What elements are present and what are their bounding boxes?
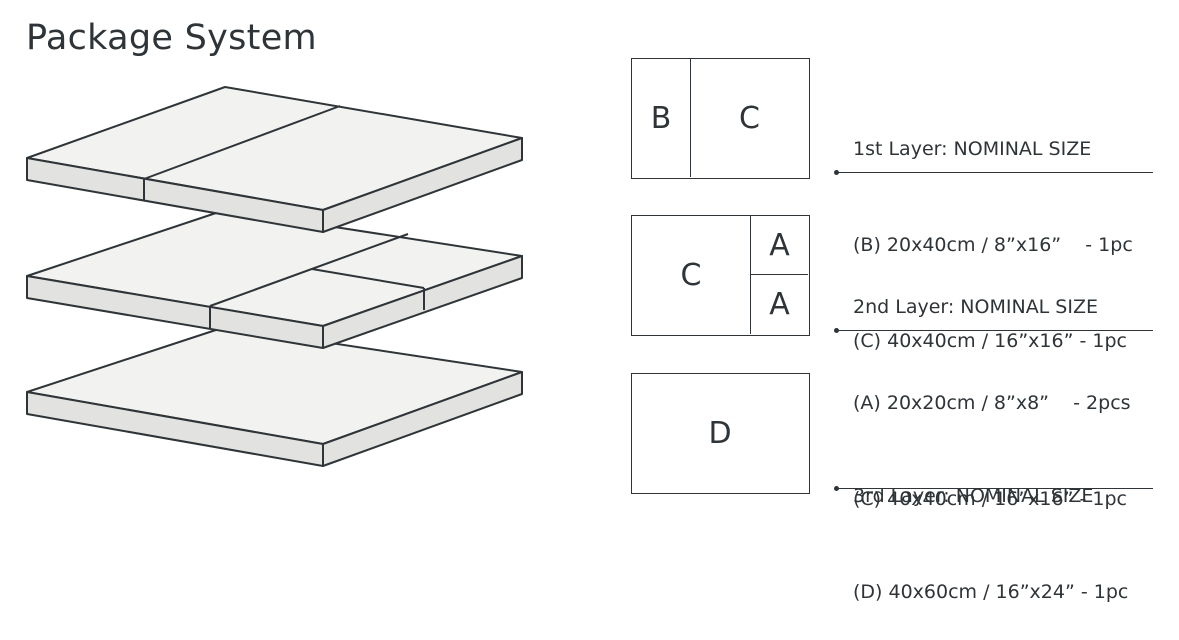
layer-2-slab (26, 209, 523, 349)
layer-2-diagram: C A A (631, 215, 810, 336)
layer-1-info: 1st Layer: NOMINAL SIZE (B) 20x40cm / 8”… (853, 69, 1133, 389)
tile-a-top: A (751, 216, 808, 275)
layer-1-line-b: (B) 20x40cm / 8”x16” - 1pc (853, 234, 1133, 256)
tile-stack-illustration (26, 86, 523, 467)
tile-c: C (739, 100, 760, 136)
layer-1-rule (836, 172, 1153, 173)
layer-3-heading: 3rd Layer: NOMINAL SIZE (853, 485, 1094, 507)
layer-1-line-c: (C) 40x40cm / 16”x16” - 1pc (853, 330, 1127, 352)
layer-1-heading: 1st Layer: NOMINAL SIZE (853, 138, 1092, 160)
tile-a-bottom: A (769, 287, 790, 322)
tile-b: B (632, 59, 691, 177)
layer-2-info: 2nd Layer: NOMINAL SIZE (A) 20x20cm / 8”… (853, 227, 1131, 547)
tile-c: C (632, 216, 751, 334)
layer-2-heading: 2nd Layer: NOMINAL SIZE (853, 296, 1098, 318)
layer-3-slab (26, 326, 523, 467)
layer-2-rule (836, 330, 1153, 331)
layer-2-line-a: (A) 20x20cm / 8”x8” - 2pcs (853, 392, 1131, 414)
layer-3-info: 3rd Layer: NOMINAL SIZE (D) 40x60cm / 16… (853, 416, 1128, 640)
layer-1-slab (26, 86, 523, 233)
page-title: Package System (26, 18, 317, 58)
tile-d: D (708, 415, 732, 451)
layer-1-diagram: B C (631, 58, 810, 179)
layer-3-rule (836, 488, 1153, 489)
layer-3-line-d: (D) 40x60cm / 16”x24” - 1pc (853, 581, 1129, 603)
layer-2-line-c: (C) 40x40cm / 16”x16” - 1pc (853, 488, 1127, 510)
layer-3-diagram: D (631, 373, 810, 494)
